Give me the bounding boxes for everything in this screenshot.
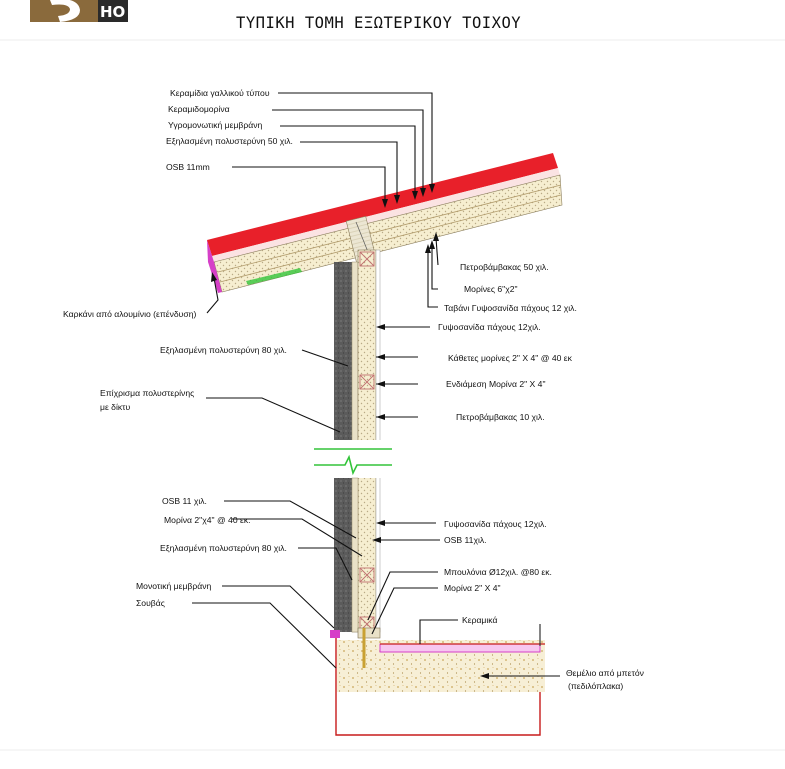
label-xps-50: Εξηλασμένη πολυστερύνη 50 χιλ. bbox=[166, 136, 293, 146]
label-ceiling-gypsum: Ταβάνι Γυψοσανίδα πάχους 12 χιλ. bbox=[444, 303, 577, 313]
logo-mark bbox=[50, 0, 80, 22]
osb-lower bbox=[351, 477, 359, 633]
ceramic-tiles bbox=[379, 643, 541, 653]
foundation-outline bbox=[335, 636, 541, 736]
leader-lines bbox=[192, 92, 560, 677]
label-rafters: Μορίνες 6"χ2" bbox=[464, 284, 518, 294]
label-bolts: Μπουλόνια Ø12χιλ. @80 εκ. bbox=[444, 567, 552, 577]
membrane-corner bbox=[330, 630, 340, 638]
arrow-heads bbox=[211, 184, 489, 679]
label-stud-bottom: Μορίνα 2" Χ 4" bbox=[444, 583, 501, 593]
label-tile-mortar: Κεραμιδομορίνα bbox=[168, 104, 230, 114]
roof-tiles-layer bbox=[207, 153, 558, 256]
label-osb-11mm: OSB 11mm bbox=[166, 162, 210, 172]
wall-assembly bbox=[314, 249, 392, 633]
label-foundation-line1: Θεμέλιο από μπετόν bbox=[566, 668, 644, 678]
roof-insulation-hatch bbox=[217, 184, 562, 283]
roof-assembly bbox=[207, 153, 563, 293]
green-trim-detail bbox=[246, 268, 302, 285]
label-ceramics: Κεραμικά bbox=[462, 615, 497, 625]
label-insulating-membrane: Μονοτική μεμβράνη bbox=[136, 581, 211, 591]
company-logo: HO bbox=[30, 0, 128, 22]
label-rockwool-50: Πετροβάμβακας 50 χιλ. bbox=[460, 262, 549, 272]
aluminium-gutter-trim bbox=[207, 240, 222, 293]
break-line bbox=[314, 448, 392, 476]
label-gypsum-12-top: Γυψοσανίδα πάχους 12χιλ. bbox=[438, 322, 541, 332]
membrane-layer bbox=[212, 168, 560, 262]
label-moisture-membrane: Υγρομονωτική μεμβράνη bbox=[168, 120, 262, 130]
label-xps-80-top: Εξηλασμένη πολυστερύνη 80 χιλ. bbox=[160, 345, 287, 355]
label-xps-80-bottom: Εξηλασμένη πολυστερύνη 80 χιλ. bbox=[160, 543, 287, 553]
foundation-assembly bbox=[330, 624, 545, 736]
eps-plaster-lower bbox=[334, 478, 352, 632]
label-intermediate-stud: Ενδιάμεση Μορίνα 2" Χ 4" bbox=[446, 379, 546, 389]
label-vertical-studs: Κάθετες μορίνες 2" Χ 4" @ 40 εκ bbox=[448, 353, 573, 363]
label-eps-plaster-line2: με δίκτυ bbox=[100, 402, 131, 412]
labels: Κεραμίδια γαλλικού τύπου Κεραμιδομορίνα … bbox=[63, 88, 644, 691]
page-title: ΤΥΠΙΚΗ ΤΟΜΗ ΕΞΩΤΕΡΙΚΟΥ ΤΟΙΧΟΥ bbox=[236, 14, 521, 32]
label-aluminium-gutter: Καρκάνι από αλουμίνιο (επένδυση) bbox=[63, 309, 196, 319]
background-guides bbox=[0, 39, 785, 751]
label-rockwool-10: Πετροβάμβακας 10 χιλ. bbox=[456, 412, 545, 422]
logo-text: HO bbox=[100, 3, 125, 21]
label-screed: Σουβάς bbox=[136, 598, 165, 608]
label-gypsum-12-bottom: Γυψοσανίδα πάχους 12χιλ. bbox=[444, 519, 547, 529]
label-roof-tiles: Κεραμίδια γαλλικού τύπου bbox=[170, 88, 270, 98]
label-osb-11-left: OSB 11 χιλ. bbox=[162, 496, 207, 506]
label-foundation-line2: (πεδιλόπλακα) bbox=[568, 681, 623, 691]
label-osb-11-right: OSB 11χιλ. bbox=[444, 535, 487, 545]
logo-dark-block bbox=[98, 0, 128, 22]
label-stud-left: Μορίνα 2"χ4" @ 40 εκ. bbox=[164, 515, 251, 525]
label-eps-plaster-line1: Επίχρισμα πολυστερίνης bbox=[100, 388, 194, 398]
stud-crosses bbox=[359, 251, 375, 632]
sole-plate bbox=[357, 627, 381, 639]
break-gap bbox=[330, 440, 386, 478]
